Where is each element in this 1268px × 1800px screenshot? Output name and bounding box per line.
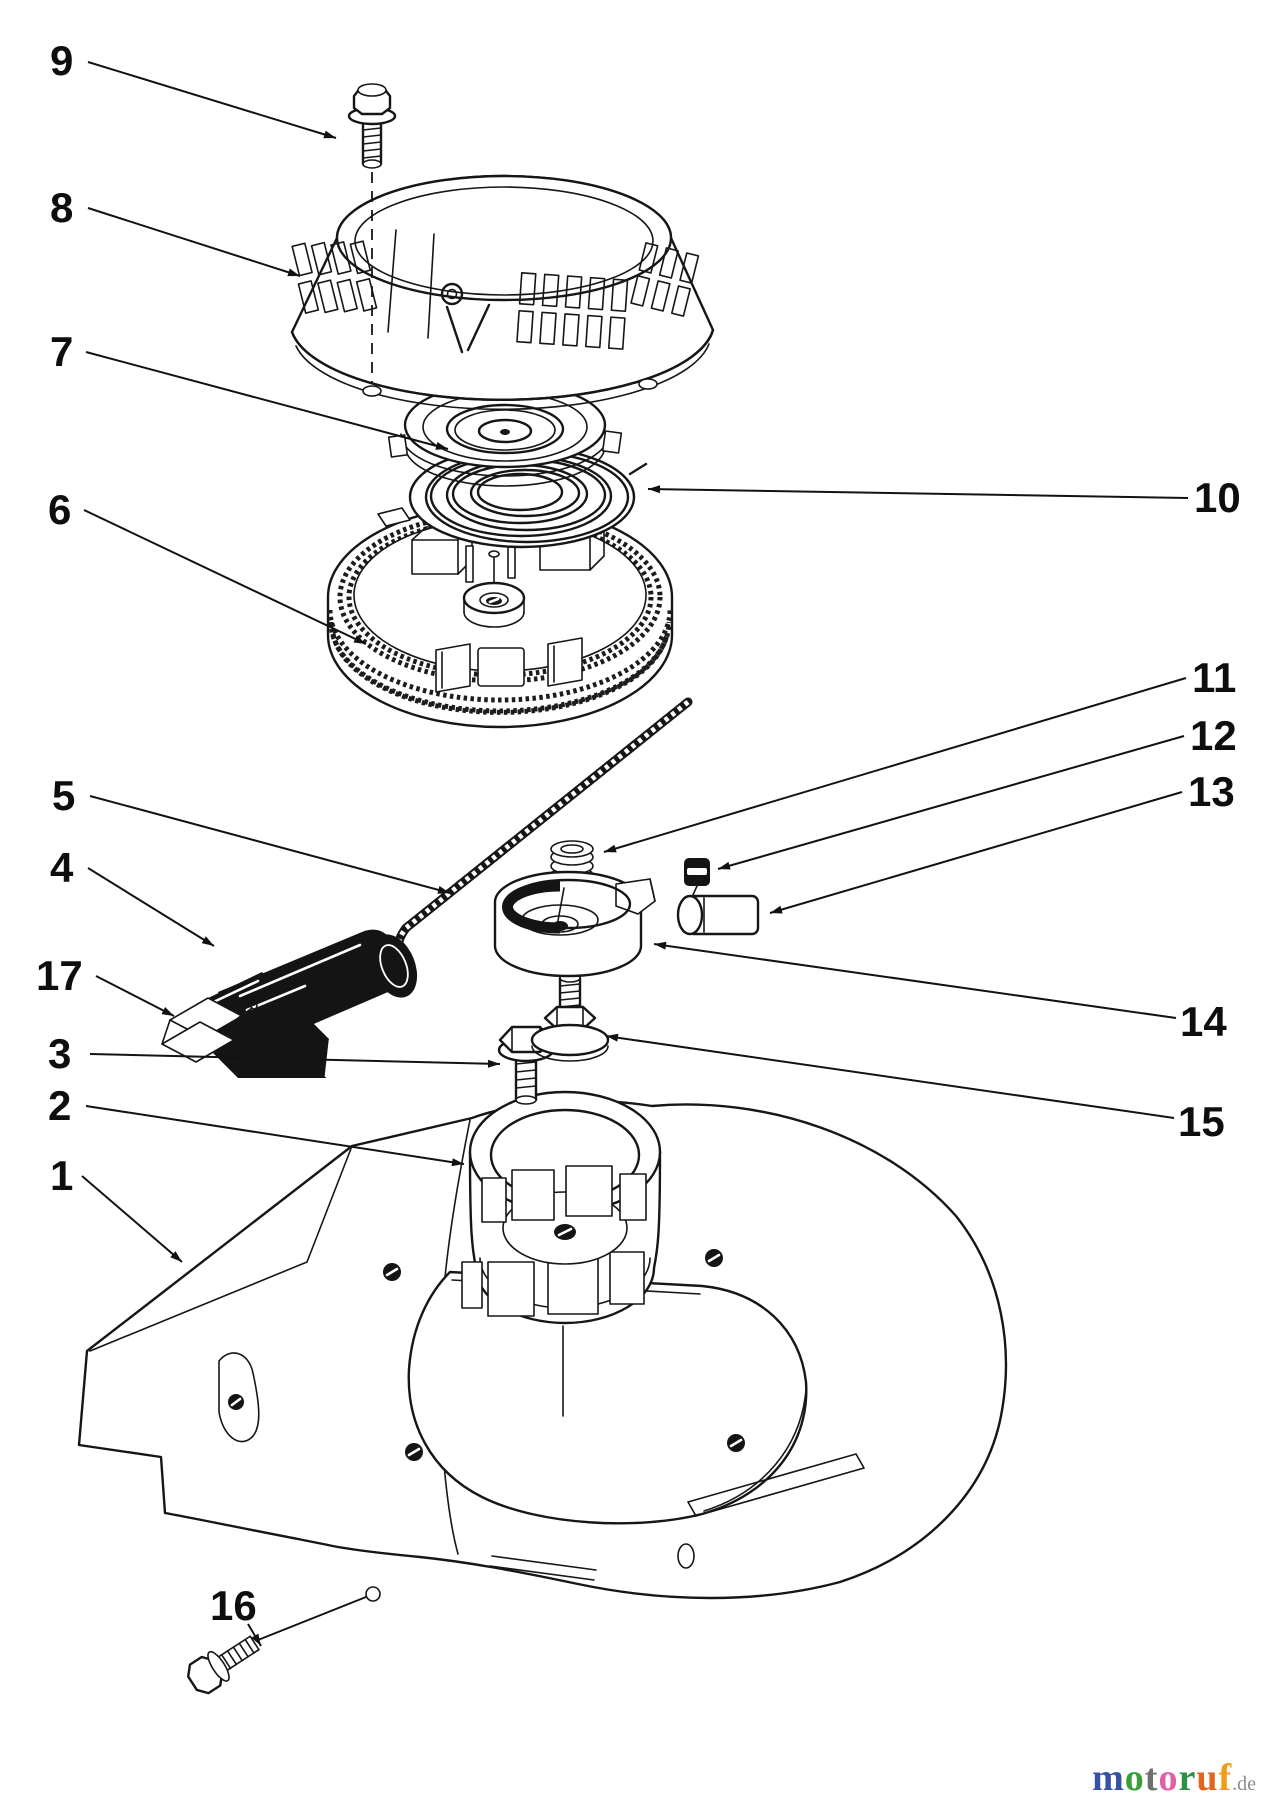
part-clutch-drum xyxy=(493,870,656,978)
leader-7 xyxy=(85,351,449,450)
leader-lines xyxy=(81,61,1189,1647)
leader-2 xyxy=(85,1105,465,1167)
vent-slots-center xyxy=(516,272,629,350)
logo-letter: u xyxy=(1196,1757,1218,1799)
logo-letter: o xyxy=(1125,1757,1145,1799)
leader-14 xyxy=(653,941,1177,1019)
leader-11 xyxy=(603,677,1187,853)
logo-letter: o xyxy=(1158,1757,1178,1799)
callout-12: 12 xyxy=(1190,712,1237,759)
part-blower-housing xyxy=(77,1099,1008,1600)
leader-10 xyxy=(647,485,1189,499)
part-washer-bolt xyxy=(530,973,610,1062)
housing-opening xyxy=(407,1270,808,1525)
callout-labels: 9 8 7 6 5 4 17 3 2 1 10 11 12 13 14 15 1… xyxy=(36,37,1241,1629)
vent-slots-right xyxy=(630,242,700,317)
callout-10: 10 xyxy=(1194,474,1241,521)
leader-16 xyxy=(247,1623,262,1647)
leader-15 xyxy=(605,1033,1175,1119)
part-cover-screw xyxy=(347,83,397,384)
callout-11: 11 xyxy=(1192,654,1236,701)
leader-8 xyxy=(87,207,301,277)
callout-16: 16 xyxy=(210,1582,257,1629)
logo-letter: r xyxy=(1178,1757,1196,1799)
leader-12 xyxy=(717,735,1185,870)
callout-1: 1 xyxy=(50,1152,73,1199)
part-starter-cover xyxy=(290,174,715,411)
callout-3: 3 xyxy=(48,1030,71,1077)
leader-5 xyxy=(89,795,451,894)
leader-17 xyxy=(95,975,175,1017)
logo-letter: f xyxy=(1218,1757,1232,1799)
callout-17: 17 xyxy=(36,952,83,999)
part-starter-wheel xyxy=(326,503,674,729)
part-starter-cup xyxy=(461,1090,662,1325)
callout-13: 13 xyxy=(1188,768,1235,815)
watermark-logo: motoruf.de xyxy=(1092,1757,1256,1799)
callout-2: 2 xyxy=(48,1082,71,1129)
part-starter-handle xyxy=(196,929,418,1078)
leader-6 xyxy=(83,509,367,645)
leader-3 xyxy=(89,1053,501,1068)
leader-1 xyxy=(81,1175,183,1263)
housing-rivets xyxy=(228,1249,745,1461)
callout-5: 5 xyxy=(52,772,75,819)
part-retainer-pin xyxy=(676,894,760,936)
callout-14: 14 xyxy=(1180,998,1227,1045)
logo-suffix: .de xyxy=(1232,1773,1256,1795)
part-spring-clip xyxy=(684,858,710,898)
leader-9 xyxy=(87,61,337,139)
leader-13 xyxy=(769,791,1183,914)
callout-8: 8 xyxy=(50,184,73,231)
callout-7: 7 xyxy=(50,328,73,375)
logo-letter: m xyxy=(1092,1757,1125,1799)
callout-6: 6 xyxy=(48,486,71,533)
callout-4: 4 xyxy=(50,844,74,891)
part-rope-clip xyxy=(161,997,258,1063)
leader-4 xyxy=(87,867,215,947)
logo-letter: t xyxy=(1145,1757,1159,1799)
callout-9: 9 xyxy=(50,37,73,84)
part-housing-bolt xyxy=(186,1586,381,1695)
vent-slots-left xyxy=(291,240,378,314)
callout-15: 15 xyxy=(1178,1098,1225,1145)
